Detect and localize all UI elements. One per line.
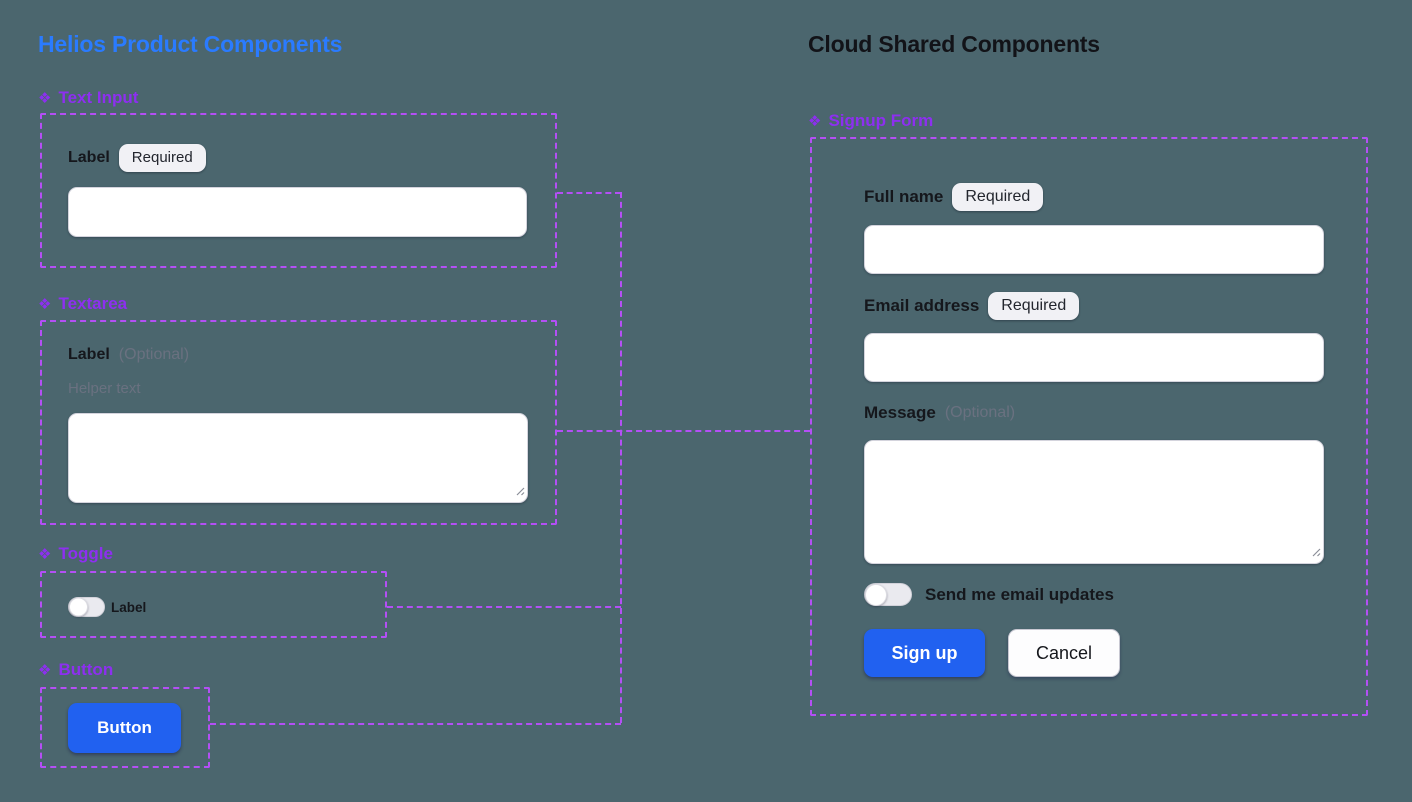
helper-text: Helper text <box>68 380 141 397</box>
component-name-label: Toggle <box>58 544 113 563</box>
email-updates-label: Send me email updates <box>925 585 1114 604</box>
textarea-field[interactable] <box>68 413 528 503</box>
component-header-textarea[interactable]: ❖ Textarea <box>38 294 127 314</box>
component-name-label: Button <box>58 660 114 679</box>
required-badge: Required <box>988 292 1080 320</box>
connector-button <box>210 723 621 725</box>
signup-form-component-frame: Full name Required Email address Require… <box>810 137 1368 716</box>
component-icon: ❖ <box>808 112 822 130</box>
toggle-knob <box>865 583 887 606</box>
connector-textarea-to-form <box>557 430 810 432</box>
optional-label: (Optional) <box>118 346 190 363</box>
component-header-signup-form[interactable]: ❖ Signup Form <box>808 111 933 131</box>
component-name-label: Text Input <box>58 88 139 107</box>
component-header-button[interactable]: ❖ Button <box>38 660 113 680</box>
message-label: Message <box>864 403 936 422</box>
connector-toggle <box>387 606 621 608</box>
toggle-label: Label <box>111 600 147 615</box>
cancel-button[interactable]: Cancel <box>1008 629 1120 677</box>
component-icon: ❖ <box>38 295 52 313</box>
text-input-label: Label <box>68 149 110 166</box>
toggle-switch[interactable] <box>68 597 105 617</box>
sign-up-button[interactable]: Sign up <box>864 629 985 677</box>
email-updates-toggle[interactable] <box>864 583 912 606</box>
component-icon: ❖ <box>38 89 52 107</box>
required-badge: Required <box>952 183 1044 211</box>
email-label: Email address <box>864 296 980 315</box>
connector-trunk <box>620 192 622 723</box>
component-icon: ❖ <box>38 545 52 563</box>
component-header-toggle[interactable]: ❖ Toggle <box>38 544 113 564</box>
toggle-component-frame: Label <box>40 571 387 638</box>
component-header-text-input[interactable]: ❖ Text Input <box>38 88 138 108</box>
toggle-knob <box>69 597 88 617</box>
message-textarea[interactable] <box>864 440 1324 564</box>
textarea-label: Label <box>68 346 110 363</box>
component-name-label: Signup Form <box>828 111 934 130</box>
right-column-title: Cloud Shared Components <box>808 31 1100 57</box>
full-name-input[interactable] <box>864 225 1324 274</box>
primary-button[interactable]: Button <box>68 703 181 753</box>
connector-text-input <box>557 192 621 194</box>
text-input-field[interactable] <box>68 187 527 237</box>
button-component-frame: Button <box>40 687 210 768</box>
textarea-component-frame: Label (Optional) Helper text <box>40 320 557 525</box>
optional-label: (Optional) <box>944 404 1016 421</box>
component-icon: ❖ <box>38 661 52 679</box>
required-badge: Required <box>118 144 206 172</box>
component-name-label: Textarea <box>58 294 128 313</box>
text-input-component-frame: Label Required <box>40 113 557 268</box>
full-name-label: Full name <box>864 187 944 206</box>
email-input[interactable] <box>864 333 1324 382</box>
left-column-title: Helios Product Components <box>38 31 343 57</box>
